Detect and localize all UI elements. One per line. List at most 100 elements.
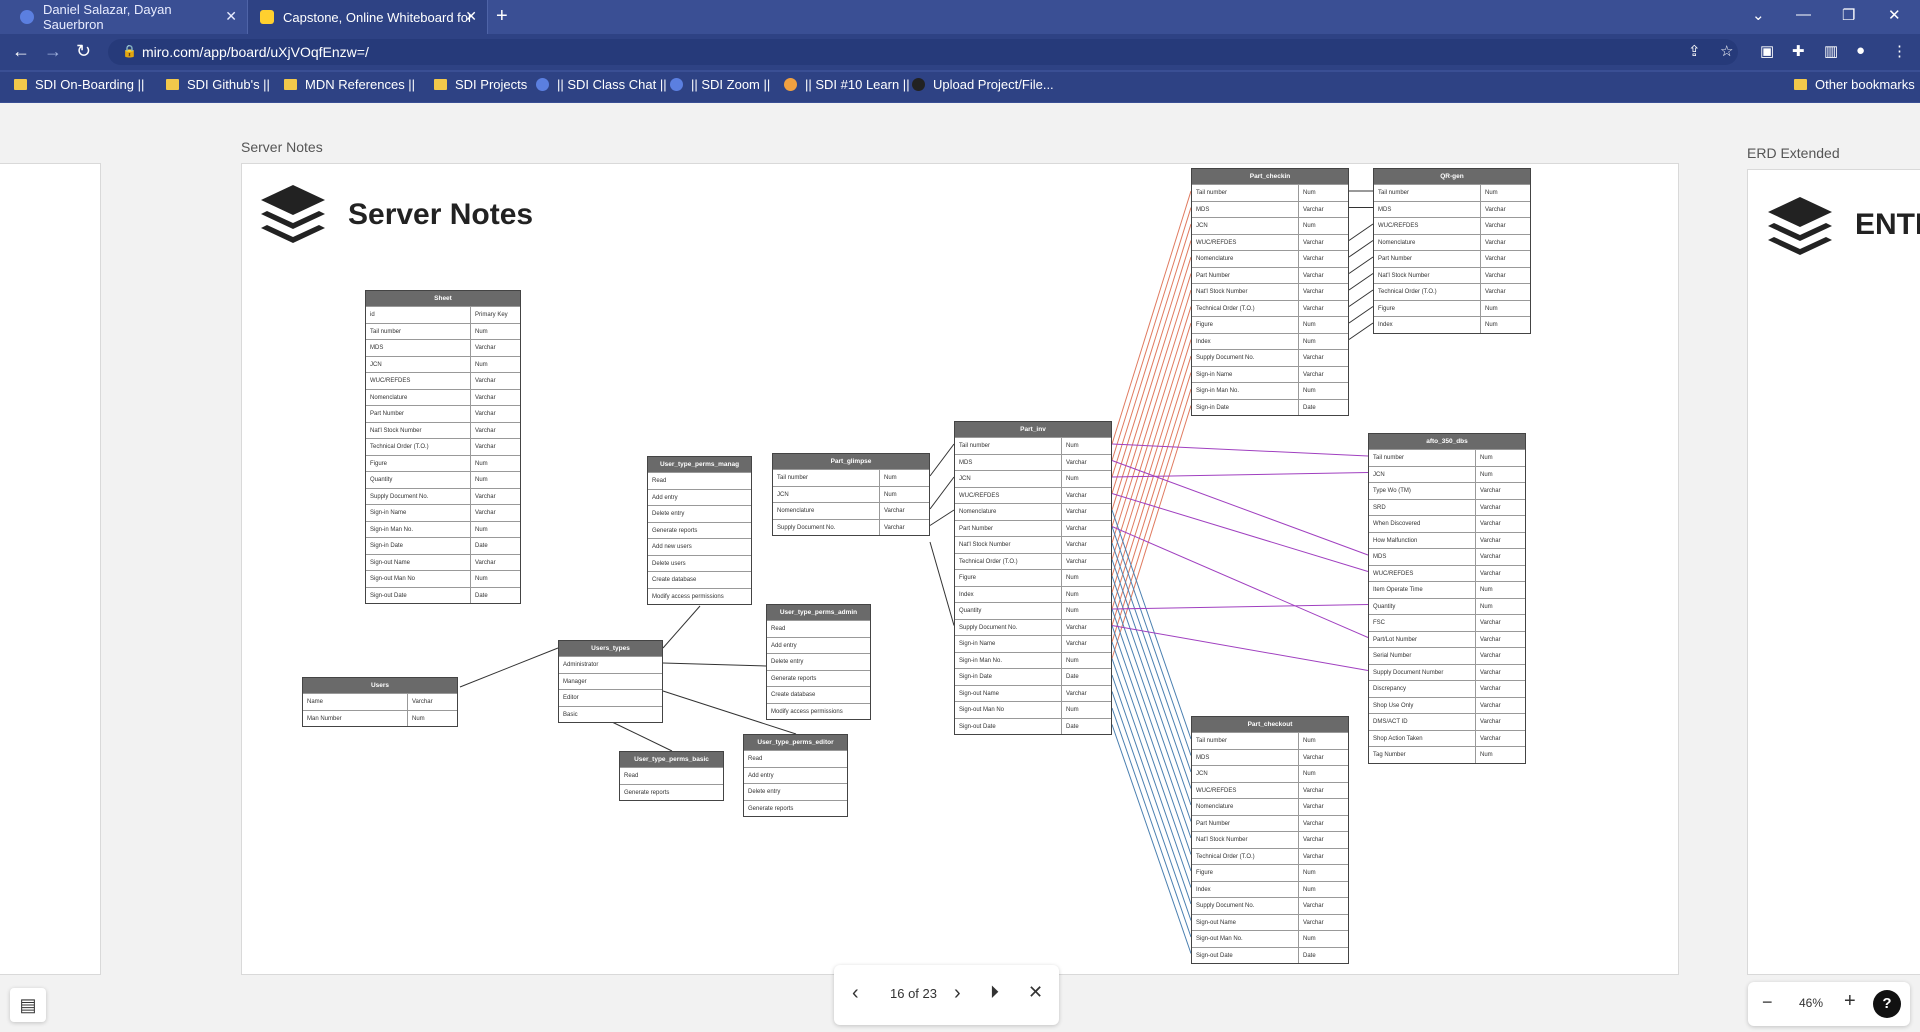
presentation-controls: ‹ 16 of 23 › ⏵ ✕	[834, 965, 1059, 1025]
close-tab-icon[interactable]: ✕	[465, 8, 477, 24]
connector	[1111, 575, 1192, 806]
frame-label[interactable]: ERD Extended	[1747, 145, 1840, 161]
sidebar-toggle-icon[interactable]: ▤	[10, 988, 46, 1022]
minimize-icon[interactable]: —	[1796, 6, 1811, 23]
connector	[1111, 526, 1369, 638]
sidepanel-icon[interactable]: ▥	[1824, 43, 1839, 60]
bookmark-item[interactable]: SDI Github's ||	[166, 77, 270, 92]
field-type: Varchar	[1303, 804, 1324, 810]
url-bar[interactable]: 🔒 miro.com/app/board/uXjVOqfEnzw=/	[108, 39, 1738, 65]
field-name: Technical Order (T.O.)	[1192, 848, 1299, 864]
restore-icon[interactable]: ❐	[1842, 7, 1856, 24]
share-icon[interactable]: ⇪	[1688, 43, 1701, 60]
field-name: Basic	[563, 711, 578, 718]
field-name: Nat'l Stock Number	[1192, 832, 1299, 848]
tab-daniel[interactable]: Daniel Salazar, Dayan Sauerbron ✕	[8, 0, 248, 34]
bookmark-item[interactable]: SDI Projects	[434, 77, 527, 92]
field-type: Varchar	[1303, 355, 1324, 361]
table-header: User_type_perms_basic	[620, 752, 723, 767]
left-frame[interactable]	[0, 163, 101, 975]
erd-extended-frame[interactable]	[1747, 169, 1920, 975]
connector	[1111, 306, 1192, 560]
prev-slide-icon[interactable]: ‹	[852, 982, 859, 1004]
field-type: Num	[1480, 603, 1493, 610]
forward-icon[interactable]: →	[44, 41, 62, 61]
back-icon[interactable]: ←	[12, 41, 30, 61]
zoom-in-button[interactable]: +	[1844, 990, 1856, 1012]
connector	[1111, 256, 1192, 511]
layers-icon	[1768, 197, 1832, 255]
profile-avatar-icon[interactable]: ●	[1856, 42, 1866, 59]
table-row: Generate reports	[648, 521, 751, 539]
field-name: Part Number	[1192, 267, 1299, 283]
tab-search-icon[interactable]: ⌄	[1752, 7, 1765, 24]
frame-label[interactable]: Server Notes	[241, 139, 323, 155]
close-presentation-icon[interactable]: ✕	[1028, 982, 1044, 1002]
tab-title: Daniel Salazar, Dayan Sauerbron	[42, 2, 172, 32]
table-row: Generate reports	[744, 799, 847, 817]
new-tab-icon[interactable]: +	[496, 5, 508, 27]
zoom-out-button[interactable]: −	[1762, 992, 1773, 1012]
field-name: Index	[1192, 881, 1299, 897]
tab-miro[interactable]: Capstone, Online Whiteboard for ✕	[248, 0, 488, 34]
field-type: Num	[1066, 608, 1079, 614]
table-header: Part_checkout	[1192, 717, 1348, 732]
field-type: Varchar	[1066, 525, 1087, 532]
menu-icon[interactable]: ⋮	[1892, 43, 1907, 60]
field-type: Varchar	[1303, 853, 1324, 860]
puzzle-icon[interactable]: ✚	[1792, 43, 1805, 60]
field-name: Delete users	[652, 560, 686, 567]
extension-icon[interactable]: ▣	[1760, 43, 1775, 60]
bookmark-item[interactable]: Upload Project/File...	[912, 77, 1054, 92]
board-canvas[interactable]: Server Notes ERD Extended Server Notes E…	[0, 103, 1920, 1032]
bookmark-item[interactable]: MDN References ||	[284, 77, 415, 92]
field-type: Num	[475, 328, 488, 335]
field-name: Nomenclature	[955, 504, 1062, 520]
field-name: WUC/REFDES	[1192, 234, 1299, 250]
field-type: Num	[1066, 591, 1079, 598]
bookmark-star-icon[interactable]: ☆	[1720, 43, 1734, 60]
next-slide-icon[interactable]: ›	[954, 982, 961, 1004]
help-button[interactable]: ?	[1873, 990, 1901, 1018]
field-type: Varchar	[475, 411, 496, 417]
bookmark-item[interactable]: Other bookmarks	[1794, 77, 1915, 92]
field-name: FSC	[1369, 615, 1476, 631]
bookmark-item[interactable]: || SDI Class Chat ||	[536, 77, 667, 92]
close-window-icon[interactable]: ✕	[1888, 7, 1901, 24]
table-row: Editor	[559, 689, 662, 706]
field-name: Index	[1192, 333, 1299, 349]
bookmark-item[interactable]: || SDI #10 Learn ||	[784, 77, 910, 92]
bookmark-item[interactable]: || SDI Zoom ||	[670, 77, 770, 92]
reload-icon[interactable]: ↻	[76, 41, 92, 61]
close-tab-icon[interactable]: ✕	[225, 8, 237, 24]
field-type: Varchar	[1303, 289, 1324, 295]
bookmark-item[interactable]: SDI On-Boarding ||	[14, 77, 144, 92]
field-name: Sign-out Man No	[366, 571, 471, 587]
table-header: User_type_perms_admin	[767, 605, 870, 620]
field-name: Delete entry	[771, 659, 804, 665]
play-icon[interactable]: ⏵	[990, 982, 999, 1002]
zoom-level[interactable]: 46%	[1799, 996, 1824, 1010]
field-type: Num	[1066, 657, 1079, 664]
field-name: Technical Order (T.O.)	[1192, 300, 1299, 316]
